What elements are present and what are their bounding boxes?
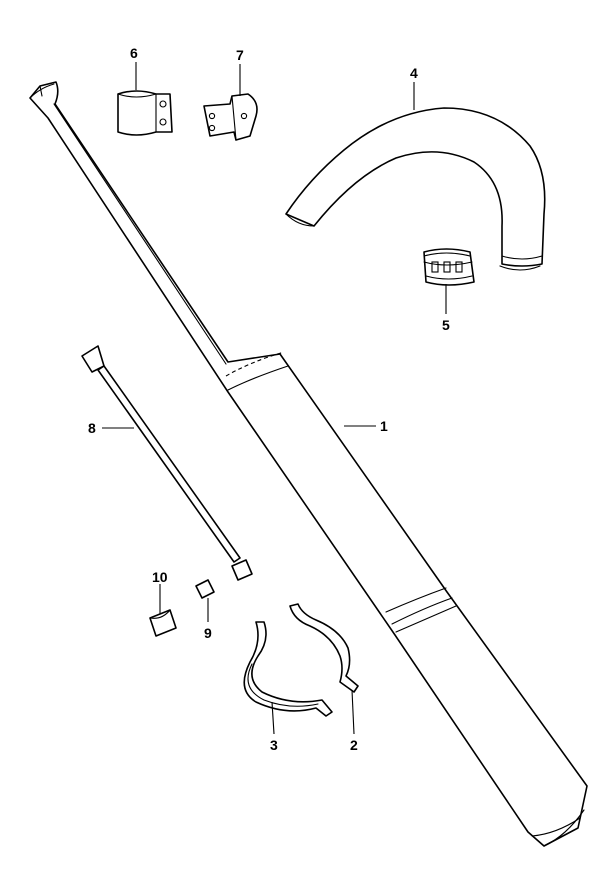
part-6-pipe-clamp: [117, 90, 173, 136]
callout-2: 2: [350, 737, 358, 753]
callout-6: 6: [130, 45, 138, 61]
leader-2: [351, 689, 355, 735]
part-5-collar: [423, 248, 475, 286]
callout-1: 1: [380, 418, 388, 434]
part-2-clamp-spring: [289, 603, 359, 693]
part-3-clamp-band: [243, 621, 333, 717]
leader-lines: [102, 62, 447, 735]
part-8-support-rod: [81, 345, 253, 581]
callout-10: 10: [152, 569, 168, 585]
part-10-grommet: [149, 609, 177, 637]
callout-3: 3: [270, 737, 278, 753]
leader-3: [271, 701, 275, 735]
part-7-mounting-bracket: [203, 93, 258, 141]
callout-8: 8: [88, 420, 96, 436]
part-9-bushing: [195, 579, 215, 599]
part-1-muffler: [29, 81, 588, 847]
callout-5: 5: [442, 317, 450, 333]
callout-4: 4: [410, 65, 418, 81]
part-4-header-pipe: [285, 107, 546, 271]
callout-9: 9: [204, 625, 212, 641]
callout-7: 7: [236, 47, 244, 63]
callout-labels: 1 2 3 4 5 6 7 8 9 10: [88, 45, 450, 753]
